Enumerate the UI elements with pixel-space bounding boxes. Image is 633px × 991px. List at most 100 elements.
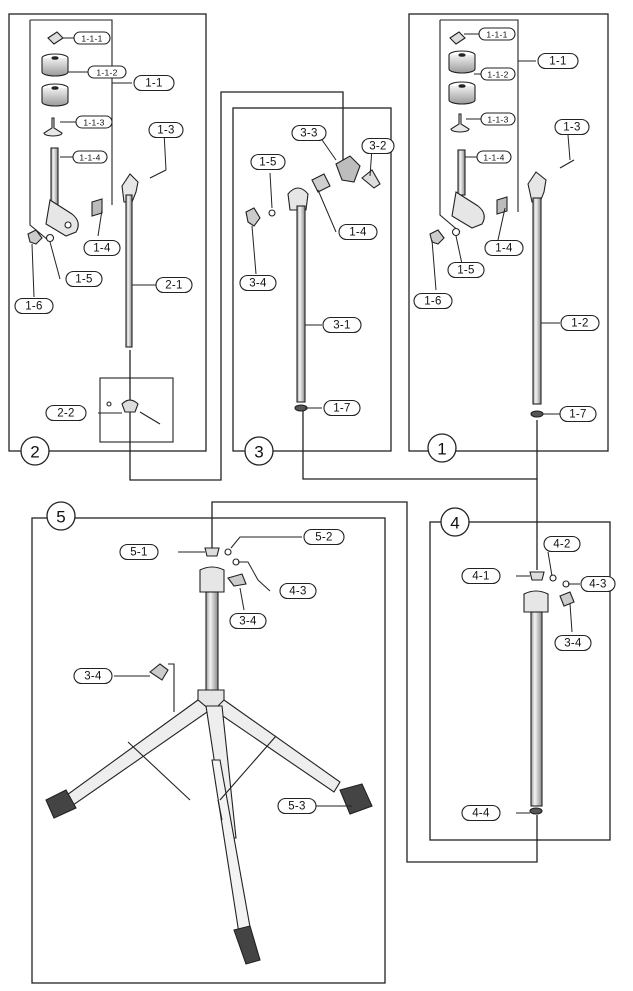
panel-3-frame [232, 107, 392, 452]
part-label-p2-1-1-3: 1-1-3 [75, 115, 113, 129]
part-label-p2-1-3: 1-3 [148, 121, 184, 139]
panel-number-text: 1 [437, 440, 446, 459]
part-label-text: 3-4 [249, 278, 267, 290]
part-label-text: 3-4 [84, 671, 102, 683]
panel-number-text: 4 [450, 514, 459, 533]
panel-4-parts [523, 571, 575, 815]
part-label-p4-4-4: 4-4 [461, 804, 501, 822]
part-label-p1-1-1-2: 1-1-2 [480, 67, 516, 81]
part-label-p5-5-1: 5-1 [119, 543, 159, 561]
part-label-p3-3-4: 3-4 [239, 274, 277, 292]
part-label-p1-1-1: 1-1 [537, 52, 579, 70]
panel-2-parts [27, 19, 174, 443]
part-label-p1-1-3: 1-3 [554, 118, 590, 136]
part-label-p1-1-1-3: 1-1-3 [480, 112, 516, 126]
part-label-p2-1-1-4: 1-1-4 [72, 150, 108, 164]
part-label-text: 4-1 [472, 571, 490, 583]
part-label-text: 1-4 [93, 243, 111, 255]
part-label-text: 1-3 [563, 122, 581, 134]
part-label-p3-1-5: 1-5 [250, 153, 286, 171]
part-label-text: 1-1-4 [483, 153, 504, 163]
part-label-p1-1-2: 1-2 [560, 314, 600, 332]
part-label-p4-4-3: 4-3 [580, 575, 616, 593]
part-label-p2-1-1: 1-1 [133, 74, 175, 92]
part-label-p1-1-5: 1-5 [447, 261, 485, 279]
panel-1-parts [429, 19, 575, 418]
part-label-text: 1-2 [571, 318, 589, 330]
part-label-p5-3-4b: 3-4 [73, 667, 113, 685]
connector-5-4 [211, 501, 538, 863]
part-label-text: 2-1 [165, 280, 183, 292]
part-label-p5-5-3: 5-3 [277, 797, 317, 815]
part-label-p2-1-6: 1-6 [14, 297, 54, 315]
part-label-p4-4-1: 4-1 [461, 567, 501, 585]
part-label-text: 1-7 [569, 409, 587, 421]
part-label-text: 1-4 [495, 243, 513, 255]
panel-5-parts [45, 547, 373, 965]
part-label-text: 1-7 [333, 403, 351, 415]
part-label-text: 5-1 [130, 547, 148, 559]
part-label-text: 1-5 [457, 265, 475, 277]
panel-2-frame [8, 13, 207, 452]
part-label-p1-1-4: 1-4 [484, 239, 524, 257]
part-label-p1-1-6: 1-6 [413, 292, 453, 310]
part-label-p4-3-4: 3-4 [554, 634, 592, 652]
part-label-text: 1-1-4 [79, 153, 100, 163]
panel-3-number: 3 [244, 436, 274, 466]
panel-1-number: 1 [427, 433, 457, 463]
panel-4-frame [429, 521, 611, 841]
part-label-text: 1-6 [424, 296, 442, 308]
part-label-text: 1-1-2 [96, 68, 117, 78]
leader-lines [31, 33, 580, 814]
part-label-p1-1-1-4: 1-1-4 [476, 150, 512, 164]
part-label-text: 5-2 [315, 532, 333, 544]
panel-1-frame [408, 13, 609, 452]
part-label-text: 1-1 [549, 56, 567, 68]
part-label-text: 1-1 [145, 78, 163, 90]
part-label-text: 1-5 [75, 274, 93, 286]
part-label-p5-4-3: 4-3 [279, 582, 317, 600]
part-label-p3-1-4: 1-4 [338, 223, 378, 241]
part-label-text: 4-4 [472, 808, 490, 820]
part-label-p1-1-1-1: 1-1-1 [478, 27, 516, 41]
part-label-text: 1-4 [349, 227, 367, 239]
panel-3-parts [245, 155, 381, 412]
part-label-text: 4-3 [589, 579, 607, 591]
panel-number-text: 2 [30, 443, 39, 462]
part-label-p2-1-4: 1-4 [83, 239, 121, 257]
part-label-p2-1-1-1: 1-1-1 [73, 31, 111, 45]
part-label-p3-3-1: 3-1 [322, 316, 362, 334]
part-label-text: 3-1 [333, 320, 351, 332]
panel-5-frame [31, 517, 386, 984]
panel-number-text: 3 [254, 443, 263, 462]
part-label-p4-4-2: 4-2 [543, 535, 581, 553]
panel-4-number: 4 [440, 507, 470, 537]
part-label-text: 1-1-2 [487, 70, 508, 80]
part-label-text: 3-3 [300, 128, 318, 140]
part-label-p1-1-7: 1-7 [559, 405, 597, 423]
part-label-text: 1-5 [259, 157, 277, 169]
part-label-text: 3-4 [239, 616, 257, 628]
part-label-p3-3-3: 3-3 [291, 124, 327, 142]
part-label-p3-3-2: 3-2 [361, 137, 395, 155]
part-label-text: 1-1-1 [81, 34, 102, 44]
part-label-text: 2-2 [57, 408, 75, 420]
connector-2-3 [129, 91, 344, 481]
part-label-text: 1-1-3 [83, 118, 104, 128]
part-label-text: 4-3 [289, 586, 307, 598]
part-label-p5-5-2: 5-2 [303, 528, 345, 546]
part-label-p2-2-2: 2-2 [45, 404, 87, 422]
part-label-text: 1-1-3 [487, 115, 508, 125]
panel-2-number: 2 [20, 436, 50, 466]
part-label-p2-1-5: 1-5 [65, 270, 103, 288]
panel-5-number: 5 [46, 501, 76, 531]
part-label-text: 1-3 [157, 125, 175, 137]
connector-3-1-4 [302, 410, 538, 570]
part-label-text: 1-1-1 [486, 30, 507, 40]
part-label-text: 3-4 [564, 638, 582, 650]
part-label-p5-3-4a: 3-4 [229, 612, 267, 630]
part-label-text: 3-2 [369, 141, 387, 153]
part-label-p2-2-1: 2-1 [155, 276, 193, 294]
